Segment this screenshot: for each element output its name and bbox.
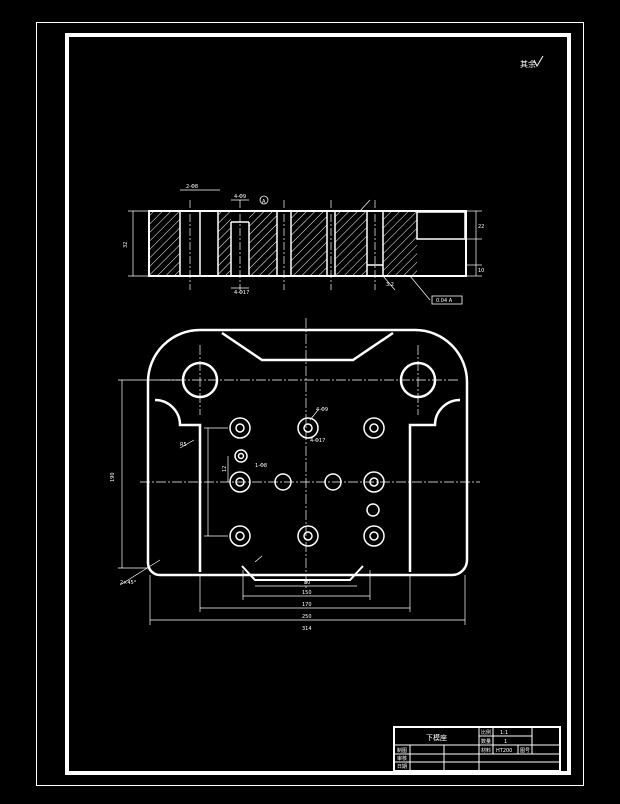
hatch-region: [383, 212, 417, 275]
tolerance-label: 0.04 A: [436, 298, 453, 304]
plate-inner-outline: [154, 398, 461, 572]
dim-label: 12: [222, 466, 228, 472]
section-label: A: [262, 199, 266, 205]
hatch-region: [291, 212, 327, 275]
hatch-region: [150, 212, 180, 275]
title-cell: 数量: [481, 738, 491, 745]
dim-label: 150: [302, 590, 312, 596]
dim-label: 10: [478, 268, 484, 274]
section-outline: [148, 210, 467, 277]
row-label: 日期: [397, 764, 407, 770]
dim-label: 2×45°: [120, 580, 137, 586]
dim-label: 80: [304, 580, 310, 586]
pocket: [416, 211, 466, 240]
title-cell: HT200: [496, 748, 512, 754]
roughness-note: 其余: [520, 59, 536, 69]
plate-outline: [146, 328, 469, 577]
roughness-label: 3.2: [386, 282, 394, 288]
section-marker: [259, 195, 269, 205]
title-cell: 材料: [481, 747, 491, 754]
dim-label: 4-Φ17: [310, 438, 325, 444]
part-name: 下模座: [426, 733, 447, 742]
hatch-region: [335, 212, 367, 275]
plan-view: 4-Φ9 4-Φ17 1-Φ8 R5 190 12 2×45° 80 150 1…: [110, 318, 480, 632]
dim-label: 170: [302, 602, 312, 608]
dim-label: 190: [110, 472, 116, 482]
dim-label: R5: [180, 442, 187, 448]
row-label: 制图: [397, 747, 407, 754]
title-block-frame: [393, 726, 561, 772]
inner-frame: [65, 33, 571, 775]
title-cell: 1: [504, 739, 507, 745]
dim-label: 1-Φ8: [255, 463, 267, 469]
title-cell: 1:1: [500, 730, 508, 736]
title-cell: 图号: [520, 748, 530, 754]
section-view: A 2-Φ8 4-Φ9 4-Φ17 32 22 10 3.2 0.04 A: [123, 184, 484, 305]
dim-label: 4-Φ9: [234, 194, 246, 200]
roughness-symbol-icon: [533, 55, 544, 68]
dim-label: 4-Φ9: [316, 407, 328, 413]
dim-label: 22: [478, 224, 484, 230]
dim-label: 2-Φ8: [186, 184, 198, 190]
title-cell: 比例: [481, 729, 491, 736]
title-block: 下模座 比例 1:1 数量 1 材料 HT200 图号 制图 审核 日期: [393, 726, 561, 772]
tolerance-frame: [431, 295, 463, 305]
dim-label: 32: [123, 242, 129, 248]
bottom-slot: [241, 565, 364, 581]
hatch-region: [249, 212, 277, 275]
row-label: 审核: [397, 755, 407, 762]
outer-border: [36, 22, 584, 786]
dim-label: 4-Φ17: [234, 290, 249, 296]
dim-label: 314: [302, 626, 312, 632]
hatch-region: [218, 212, 231, 275]
top-recess: [221, 331, 394, 362]
dim-label: 250: [302, 614, 312, 620]
